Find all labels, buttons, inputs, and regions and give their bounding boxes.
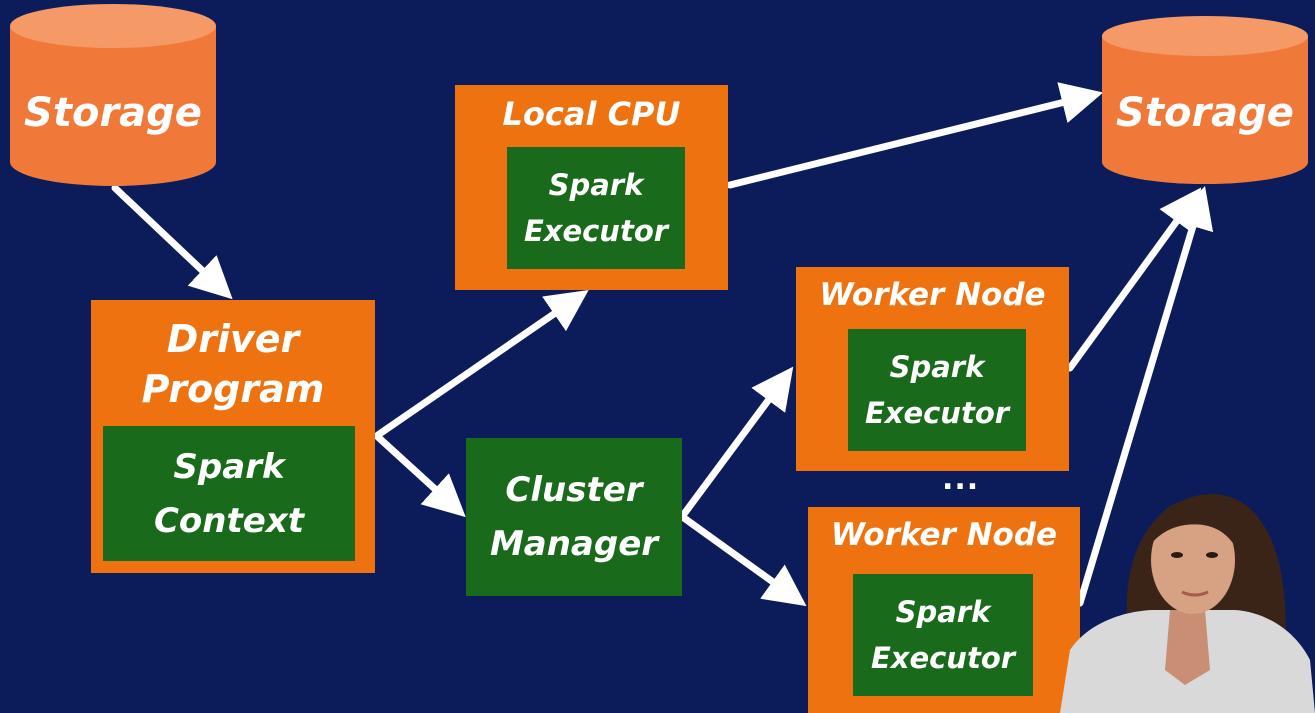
storage-right-label: Storage (1116, 90, 1294, 136)
arrow-driver-to-cluster-manager (374, 433, 466, 518)
local-cpu-title: Local CPU (502, 95, 681, 133)
worker-node-2-spark-executor-box: Spark Executor (853, 574, 1033, 696)
arrow-storage-to-driver (111, 184, 233, 300)
presenter-figure-icon (1060, 494, 1315, 713)
driver-program-box: Driver Program Spark Context (91, 300, 375, 573)
worker-node-1-title: Worker Node (819, 277, 1046, 313)
storage-right-cylinder-icon (1102, 16, 1308, 184)
arrow-driver-to-local-cpu (374, 290, 589, 439)
local-cpu-box: Local CPU Spark Executor (455, 85, 728, 290)
storage-left-label: Storage (24, 90, 202, 136)
presenter-video-overlay (1060, 470, 1315, 713)
storage-left-cylinder-icon (10, 4, 216, 186)
arrow-cluster-to-worker2 (680, 514, 807, 607)
arrow-local-cpu-to-storage (726, 82, 1104, 189)
worker-node-1-spark-executor-box: Spark Executor (848, 329, 1026, 451)
spark-context-line1: Spark (173, 446, 285, 487)
driver-program-title: Driver Program (141, 317, 325, 411)
spark-context-box: Spark Context (103, 426, 355, 561)
arrow-worker2-to-storage (1076, 185, 1214, 607)
arrow-cluster-to-worker1 (680, 366, 794, 518)
storage-left: Storage (10, 2, 216, 188)
spark-context-line2: Context (153, 500, 304, 541)
worker-node-1-box: Worker Node Spark Executor (796, 267, 1069, 471)
worker-node-2-box: Worker Node Spark Executor (808, 507, 1080, 713)
cluster-manager-box: Cluster Manager (466, 438, 682, 596)
more-workers-ellipsis: ... (942, 462, 980, 497)
worker-node-2-title: Worker Node (830, 517, 1058, 553)
local-cpu-spark-executor-box: Spark Executor (507, 147, 685, 269)
storage-right: Storage (1102, 14, 1308, 186)
